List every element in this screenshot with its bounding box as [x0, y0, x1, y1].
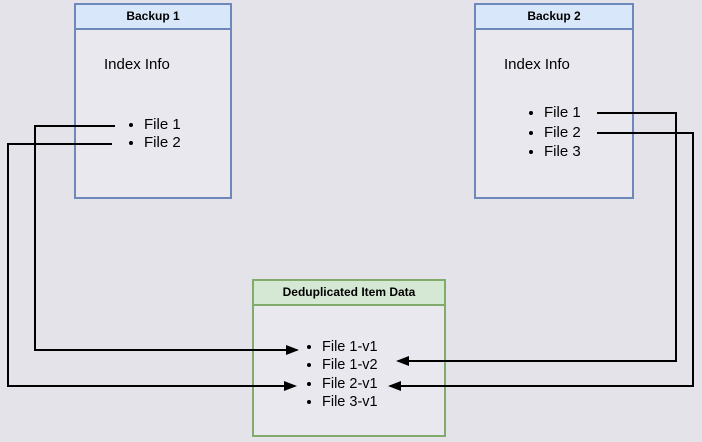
backup2-file-list: File 1 File 2 File 3 — [476, 103, 694, 162]
list-item: File 2 — [544, 123, 694, 143]
list-item: File 1-v1 — [322, 338, 508, 356]
backup2-node: Backup 2 Index Info File 1 File 2 File 3 — [474, 3, 634, 199]
list-item: File 1 — [144, 116, 294, 134]
backup1-file-list: File 1 File 2 — [76, 116, 294, 152]
list-item: File 3-v1 — [322, 393, 508, 411]
backup1-title: Backup 1 — [76, 5, 230, 30]
backup1-node: Backup 1 Index Info File 1 File 2 — [74, 3, 232, 199]
backup1-index-info-label: Index Info — [104, 56, 170, 73]
list-item: File 3 — [544, 142, 694, 162]
list-item: File 1-v2 — [322, 356, 508, 374]
list-item: File 2 — [144, 134, 294, 152]
backup2-index-info-label: Index Info — [504, 56, 570, 73]
dedup-item-list: File 1-v1 File 1-v2 File 2-v1 File 3-v1 — [254, 338, 508, 411]
list-item: File 1 — [544, 103, 694, 123]
dedup-store-node: Deduplicated Item Data File 1-v1 File 1-… — [252, 279, 446, 437]
backup2-title: Backup 2 — [476, 5, 632, 30]
dedup-store-title: Deduplicated Item Data — [254, 281, 444, 306]
list-item: File 2-v1 — [322, 375, 508, 393]
